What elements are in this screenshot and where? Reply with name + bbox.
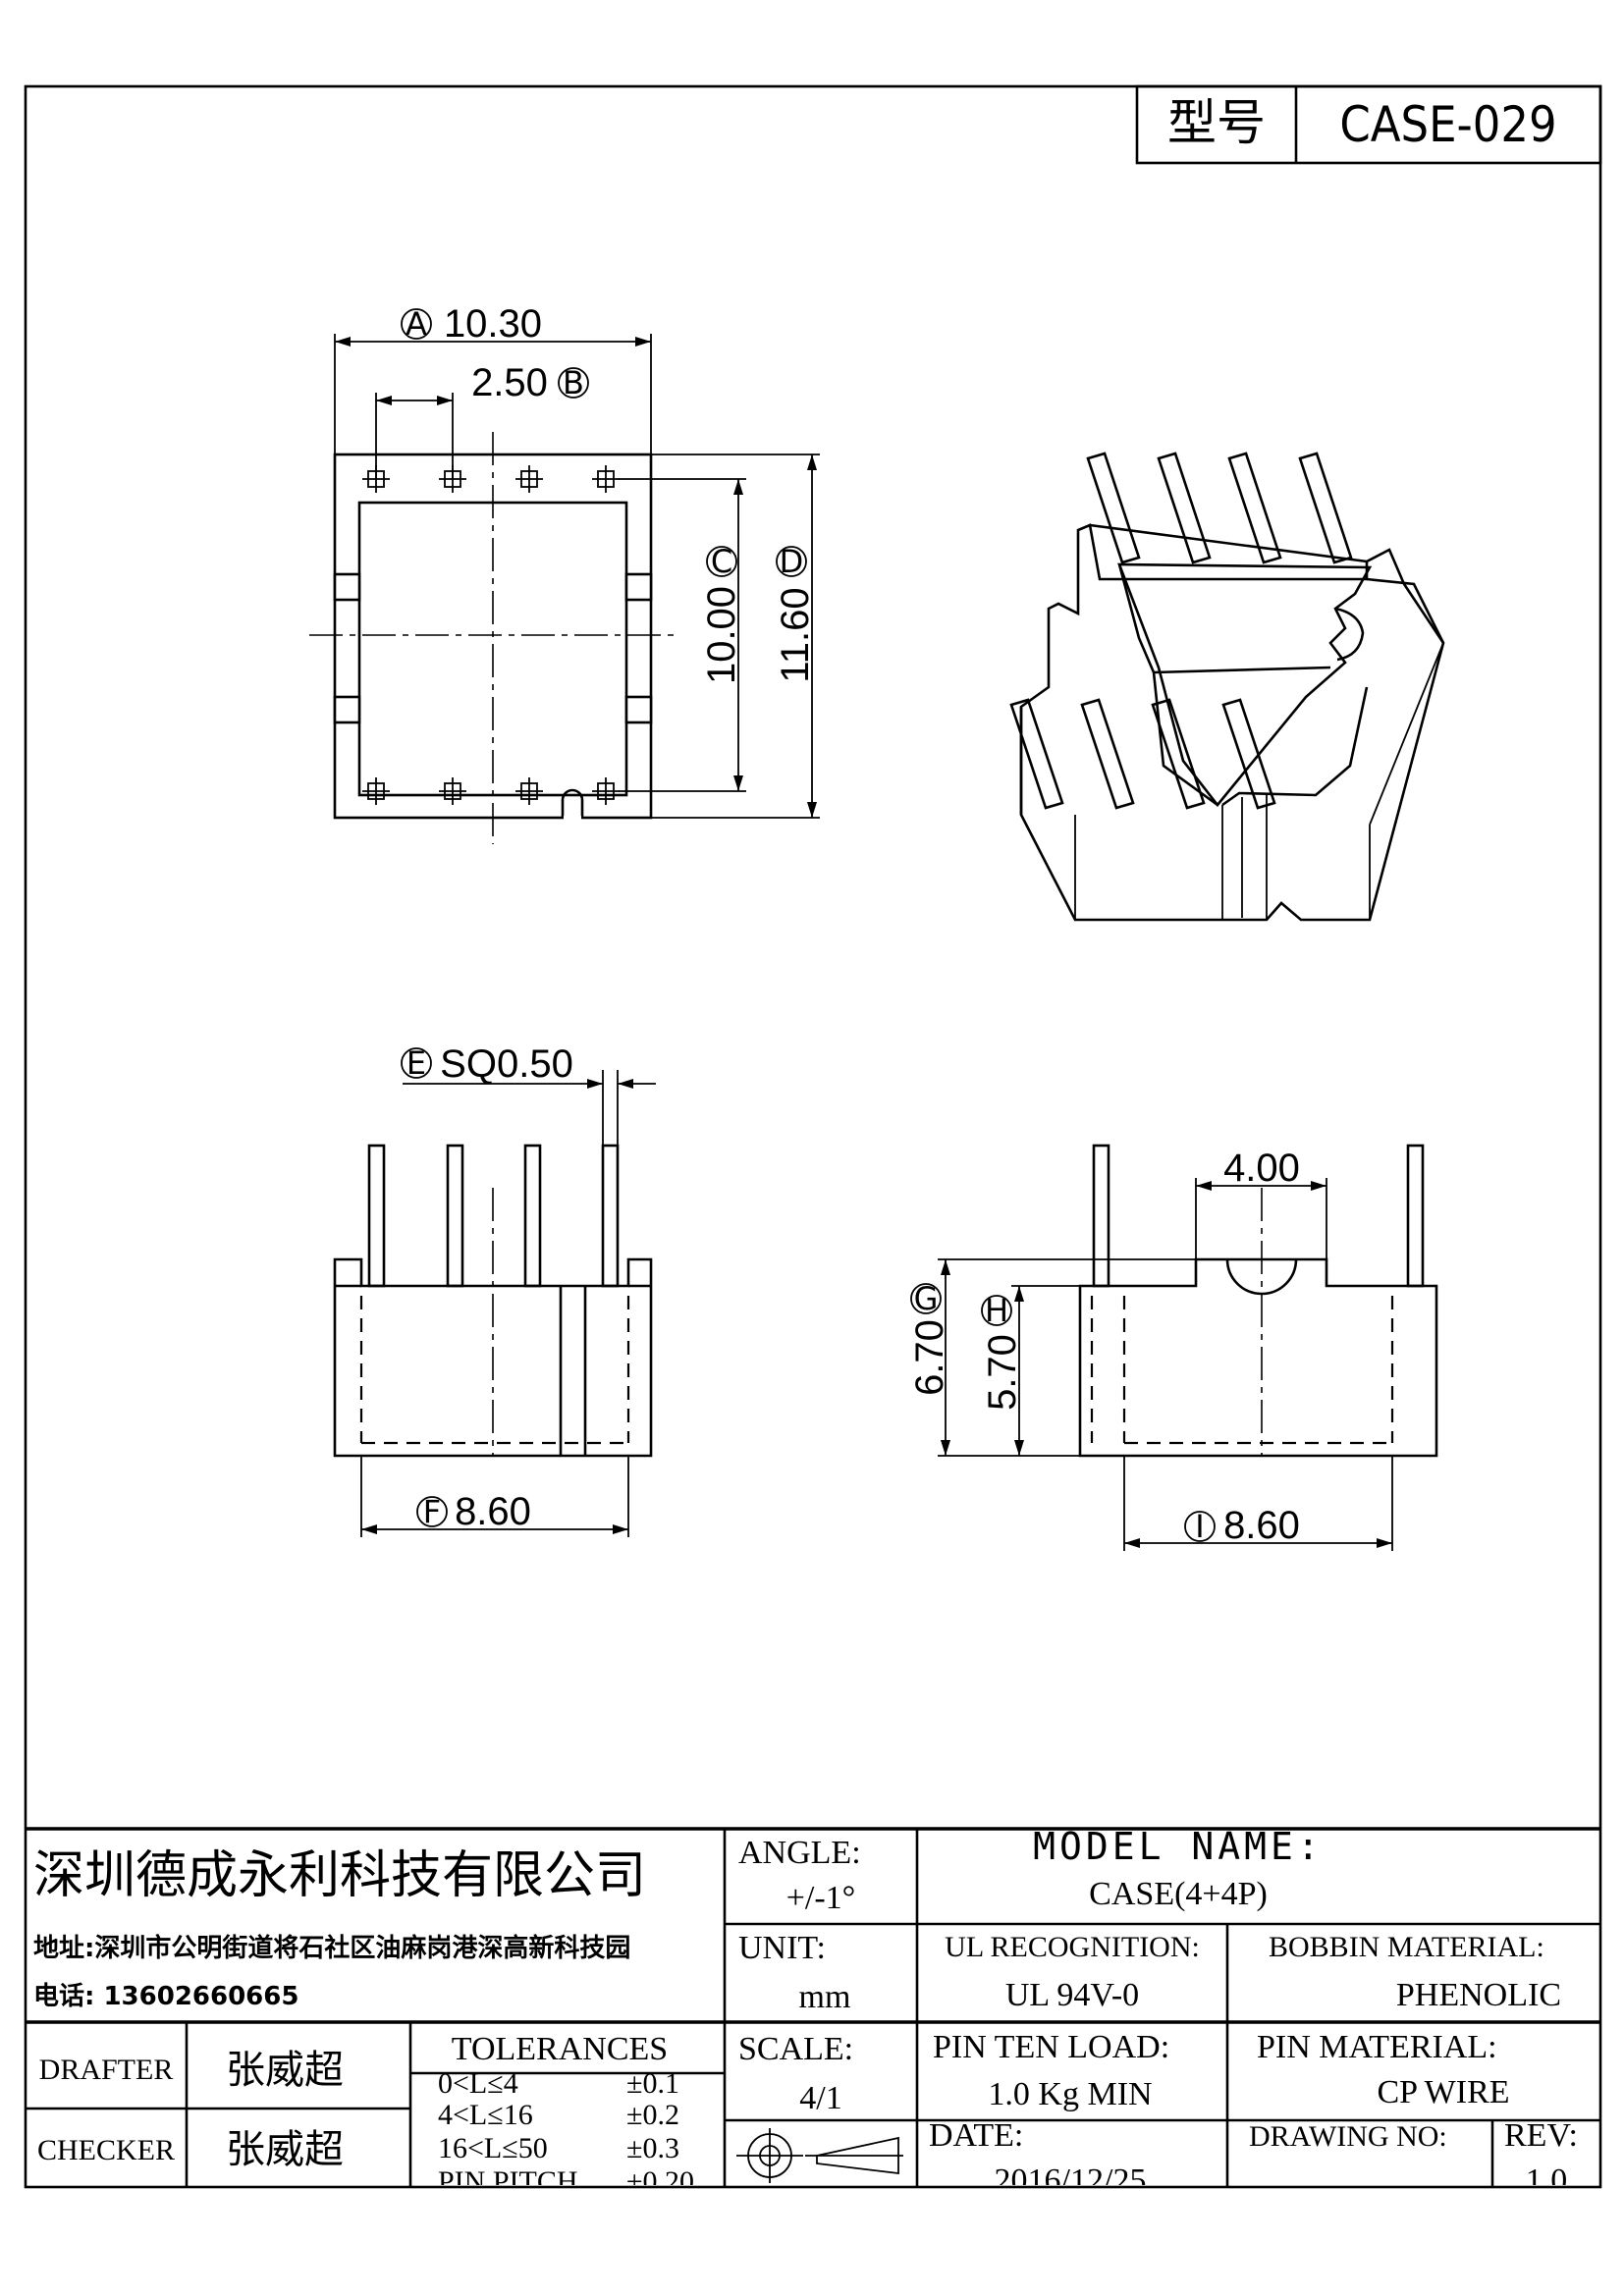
pin-material-label: PIN MATERIAL: [1257, 2029, 1497, 2065]
tolerance-value: ±0.3 [626, 2132, 679, 2164]
dim-a-letter: A [406, 305, 427, 343]
ul-label: UL RECOGNITION: [945, 1931, 1200, 1963]
dim-i-value: 8.60 [1223, 1504, 1300, 1547]
checker-value: 张威超 [226, 2127, 344, 2172]
pin-material-value: CP WIRE [1377, 2074, 1509, 2110]
tolerance-value: ±0.1 [626, 2067, 679, 2100]
tolerance-range: PIN PITCH [438, 2165, 578, 2198]
dim-e-value: SQ0.50 [440, 1042, 573, 1086]
bobbin-label: BOBBIN MATERIAL: [1269, 1931, 1544, 1963]
tolerance-value: ±0.20 [626, 2165, 694, 2198]
date-value: 2016/12/25 [995, 2163, 1147, 2199]
dim-f-value: 8.60 [455, 1490, 531, 1533]
dim-i-letter: I [1195, 1508, 1204, 1545]
checker-label: CHECKER [37, 2134, 175, 2166]
ul-value: UL 94V-0 [1005, 1977, 1139, 2013]
company-phone: 电话: 13602660665 [33, 1982, 298, 2011]
rev-value: 1.0 [1526, 2163, 1568, 2199]
isometric-view [1009, 452, 1445, 922]
dim-h-letter: H [985, 1292, 1008, 1329]
bobbin-value: PHENOLIC [1396, 1977, 1561, 2013]
rev-label: REV: [1504, 2117, 1578, 2154]
company-name: 深圳德成永利科技有限公司 [33, 1846, 646, 1905]
angle-label: ANGLE: [738, 1835, 861, 1871]
title-block: 深圳德成永利科技有限公司 地址:深圳市公明街道将石社区油麻岗港深高新科技园 电话… [26, 1825, 1600, 2199]
tolerance-range: 16<L≤50 [438, 2132, 548, 2164]
sheet-border [24, 84, 1602, 2189]
tolerances-label: TOLERANCES [452, 2031, 668, 2067]
dim-e-letter: E [406, 1044, 426, 1082]
pin-load-label: PIN TEN LOAD: [933, 2029, 1169, 2065]
front-view: E SQ0.50 F 8.60 [333, 1042, 656, 1537]
dim-c-letter: C [711, 543, 732, 580]
drawing-no-label: DRAWING NO: [1249, 2120, 1447, 2153]
pin-load-value: 1.0 Kg MIN [988, 2076, 1152, 2112]
top-view: A 10.30 2.50 B 10.00 C 11.60 D [309, 302, 820, 844]
tolerance-range: 4<L≤16 [438, 2099, 533, 2131]
dim-side-width: 4.00 [1223, 1147, 1300, 1190]
model-name-label: MODEL NAME: [1033, 1825, 1324, 1868]
dim-a-value: 10.30 [444, 302, 542, 346]
date-label: DATE: [929, 2117, 1023, 2154]
scale-value: 4/1 [799, 2080, 841, 2116]
model-header: 型号 CASE-029 [1135, 84, 1602, 165]
unit-label: UNIT: [738, 1930, 826, 1966]
tolerance-range: 0<L≤4 [438, 2067, 518, 2100]
dim-d-value: 11.60 [774, 587, 817, 682]
scale-label: SCALE: [738, 2031, 853, 2067]
drafter-value: 张威超 [226, 2048, 344, 2093]
side-view: 4.00 6.70 G 5.70 H I 8.60 [908, 1144, 1438, 1551]
tolerance-value: ±0.2 [626, 2099, 679, 2131]
model-value: CASE-029 [1339, 96, 1556, 153]
dim-b-letter: B [563, 364, 584, 401]
dim-g-value: 6.70 [908, 1319, 951, 1396]
dim-c-value: 10.00 [700, 586, 743, 684]
projection-symbol [736, 2128, 903, 2183]
model-name-value: CASE(4+4P) [1089, 1876, 1268, 1912]
dim-g-letter: G [914, 1280, 939, 1317]
unit-value: mm [799, 1979, 851, 2015]
dim-b-value: 2.50 [471, 361, 548, 404]
angle-value: +/-1° [786, 1880, 856, 1916]
company-address: 地址:深圳市公明街道将石社区油麻岗港深高新科技园 [33, 1933, 630, 1963]
dim-h-value: 5.70 [981, 1334, 1024, 1411]
dim-d-letter: D [780, 543, 804, 580]
model-label: 型号 [1167, 94, 1266, 151]
drafter-label: DRAFTER [39, 2054, 174, 2086]
dim-f-letter: F [423, 1493, 441, 1530]
